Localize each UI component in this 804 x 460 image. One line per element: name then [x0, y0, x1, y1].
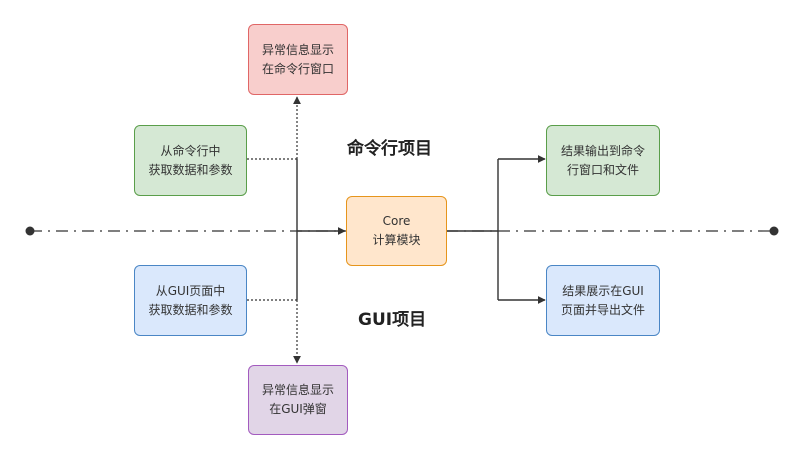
error-cli-node: 异常信息显示 在命令行窗口 [248, 24, 348, 95]
divider-left-endpoint [25, 226, 35, 236]
gui-input-line1: 从GUI页面中 [155, 283, 226, 298]
core-node: Core 计算模块 [346, 196, 447, 266]
gui-output-line1: 结果展示在GUI [562, 283, 644, 298]
error-gui-node: 异常信息显示 在GUI弹窗 [248, 365, 348, 435]
gui-output-line2: 页面并导出文件 [560, 302, 645, 317]
cli-output-line1: 结果输出到命令 [560, 143, 645, 158]
cli-output-node: 结果输出到命令 行窗口和文件 [546, 125, 660, 196]
error-gui-line1: 异常信息显示 [261, 383, 334, 397]
cli-input-line1: 从命令行中 [160, 143, 221, 158]
cli-input-line2: 获取数据和参数 [148, 162, 233, 177]
cli-project-heading: 命令行项目 [347, 139, 432, 159]
gui-input-node: 从GUI页面中 获取数据和参数 [134, 265, 247, 336]
cli-output-line2: 行窗口和文件 [566, 162, 639, 177]
core-line1: Core [382, 214, 411, 228]
cli-input-node: 从命令行中 获取数据和参数 [134, 125, 247, 196]
gui-output-node: 结果展示在GUI 页面并导出文件 [546, 265, 660, 336]
core-line2: 计算模块 [372, 233, 421, 247]
gui-input-line2: 获取数据和参数 [148, 302, 233, 317]
error-cli-line2: 在命令行窗口 [261, 61, 334, 76]
gui-project-heading: GUI项目 [358, 310, 427, 330]
error-gui-line2: 在GUI弹窗 [269, 402, 327, 416]
error-cli-line1: 异常信息显示 [261, 42, 334, 57]
divider-right-endpoint [769, 226, 779, 236]
